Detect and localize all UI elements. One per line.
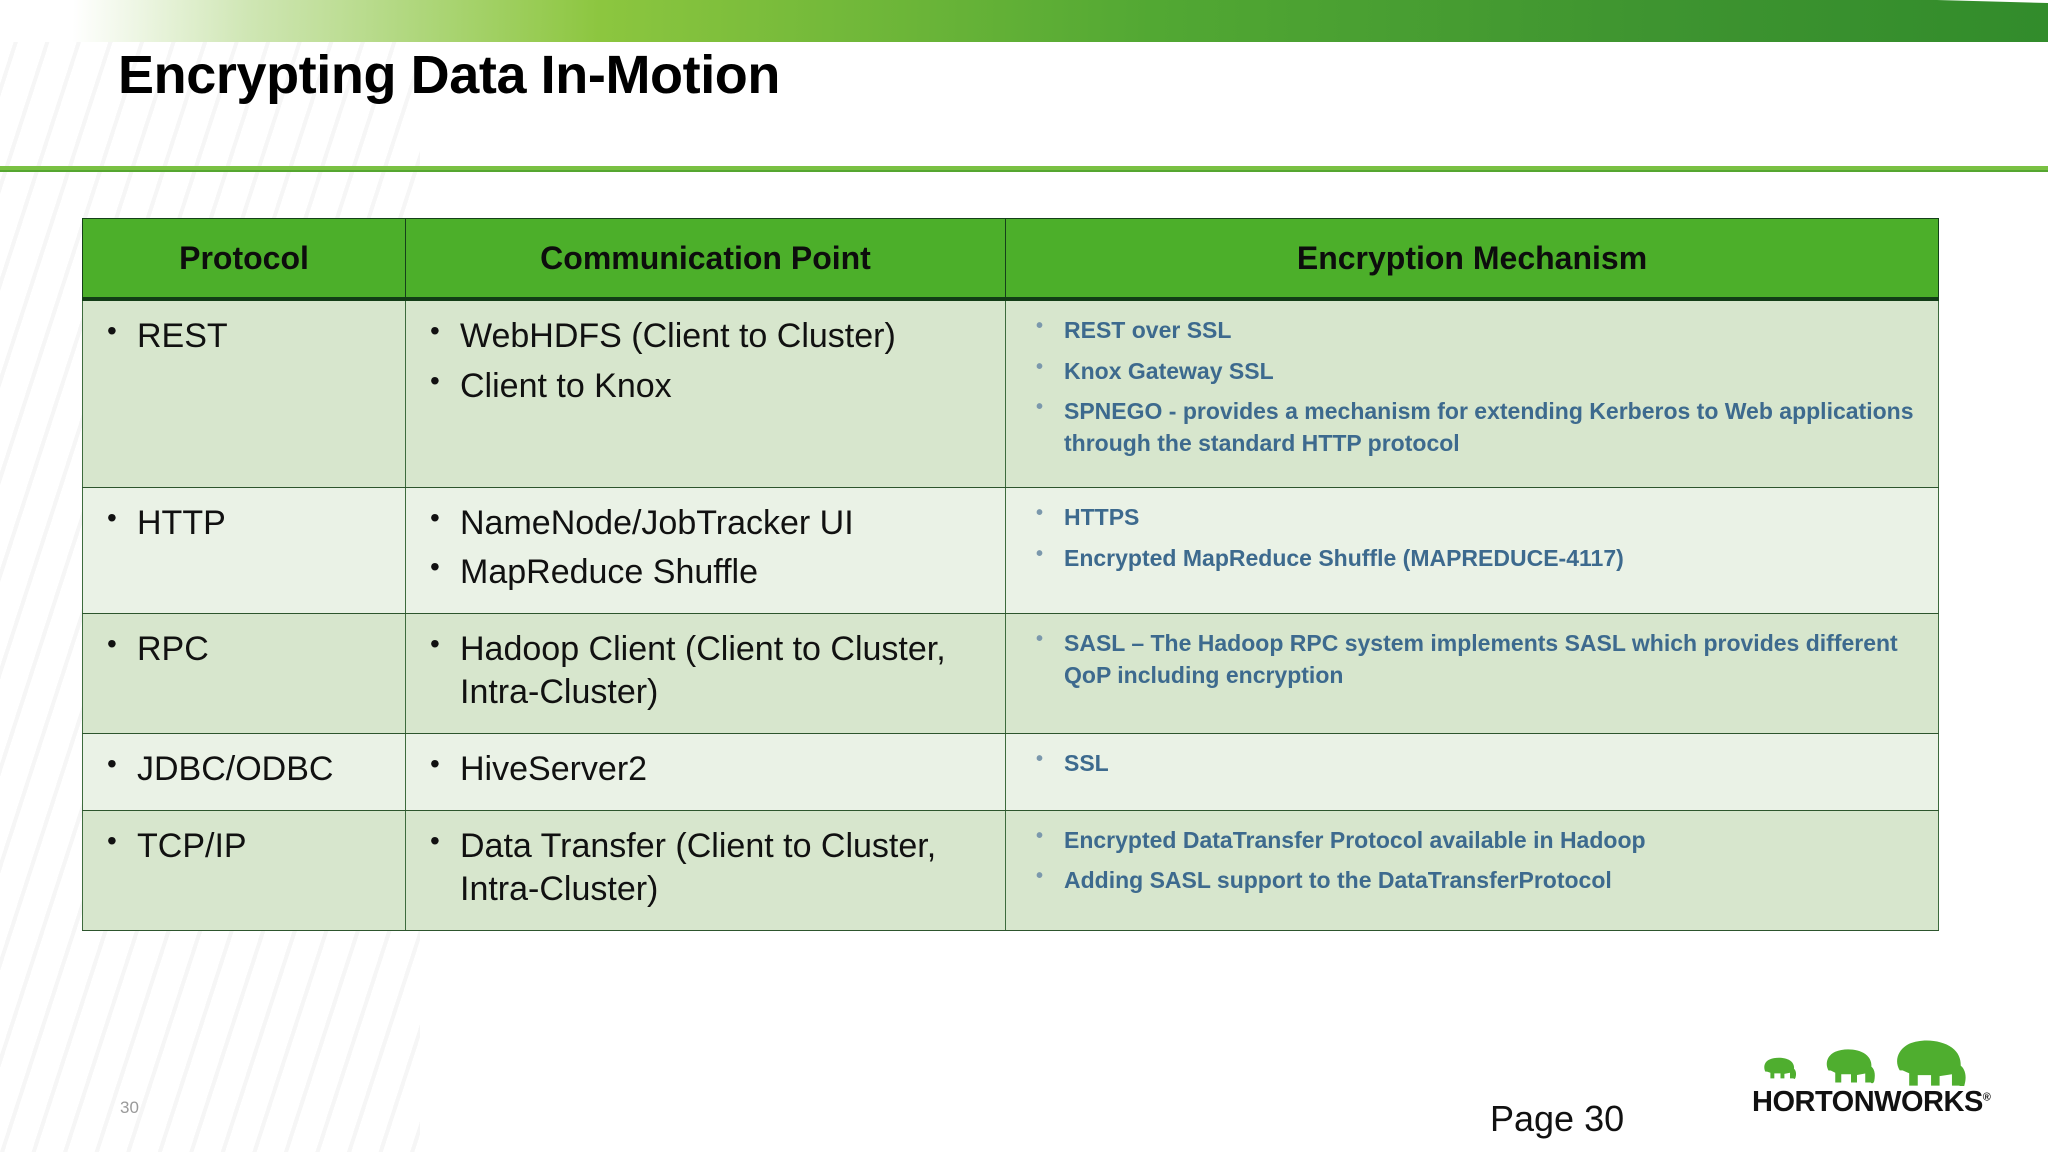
protocol-list: REST: [95, 315, 393, 359]
logo-wordmark: HORTONWORKS®: [1752, 1086, 1991, 1119]
communication-point-list: Hadoop Client (Client to Cluster, Intra-…: [418, 628, 993, 715]
cell-protocol: TCP/IP: [82, 809, 406, 931]
list-item: HTTP: [95, 502, 393, 546]
list-item: WebHDFS (Client to Cluster): [418, 315, 993, 359]
hortonworks-logo: HORTONWORKS®: [1752, 1040, 1991, 1126]
title-divider-line: [0, 166, 2048, 170]
column-header-communication-point: Communication Point: [405, 218, 1006, 301]
cell-encryption-mechanism: Encrypted DataTransfer Protocol availabl…: [1005, 809, 1939, 931]
list-item: Hadoop Client (Client to Cluster, Intra-…: [418, 628, 993, 715]
communication-point-list: WebHDFS (Client to Cluster) Client to Kno…: [418, 315, 993, 408]
table-row: TCP/IP Data Transfer (Client to Cluster,…: [82, 809, 1939, 931]
list-item: SASL – The Hadoop RPC system implements …: [1018, 628, 1926, 691]
table-row: JDBC/ODBC HiveServer2 SSL: [82, 733, 1939, 811]
cell-encryption-mechanism: SSL: [1005, 733, 1939, 811]
encryption-mechanism-list: SASL – The Hadoop RPC system implements …: [1018, 628, 1926, 691]
column-header-encryption-mechanism: Encryption Mechanism: [1005, 218, 1939, 301]
communication-point-list: HiveServer2: [418, 748, 993, 792]
list-item: Client to Knox: [418, 365, 993, 409]
list-item: SPNEGO - provides a mechanism for extend…: [1018, 396, 1926, 459]
table-row: HTTP NameNode/JobTracker UI MapReduce Shu…: [82, 486, 1939, 614]
table-header-row: Protocol Communication Point Encryption …: [82, 218, 1939, 301]
encryption-table: Protocol Communication Point Encryption …: [82, 218, 1939, 931]
cell-protocol: HTTP: [82, 486, 406, 614]
cell-communication-point: Data Transfer (Client to Cluster, Intra-…: [405, 809, 1006, 931]
elephant-herd-icon: [1764, 1040, 1966, 1086]
list-item: REST over SSL: [1018, 315, 1926, 347]
cell-protocol: REST: [82, 298, 406, 488]
cell-encryption-mechanism: REST over SSL Knox Gateway SSL SPNEGO - pr…: [1005, 298, 1939, 488]
table-body: REST WebHDFS (Client to Cluster) Client t…: [82, 298, 1939, 931]
list-item: Data Transfer (Client to Cluster, Intra-…: [418, 825, 993, 912]
slide-number: 30: [120, 1098, 139, 1117]
communication-point-list: NameNode/JobTracker UI MapReduce Shuffle: [418, 502, 993, 595]
encryption-mechanism-list: SSL: [1018, 748, 1926, 780]
banner-gradient-band: [0, 0, 2048, 42]
list-item: MapReduce Shuffle: [418, 551, 993, 595]
cell-protocol: JDBC/ODBC: [82, 733, 406, 811]
page-label: Page 30: [1490, 1098, 1625, 1139]
encryption-table-container: Protocol Communication Point Encryption …: [82, 218, 1939, 931]
list-item: Encrypted MapReduce Shuffle (MAPREDUCE-4…: [1018, 543, 1926, 575]
cell-communication-point: NameNode/JobTracker UI MapReduce Shuffle: [405, 486, 1006, 614]
list-item: HiveServer2: [418, 748, 993, 792]
cell-protocol: RPC: [82, 612, 406, 735]
protocol-list: JDBC/ODBC: [95, 748, 393, 792]
protocol-list: HTTP: [95, 502, 393, 546]
list-item: RPC: [95, 628, 393, 672]
list-item: HTTPS: [1018, 502, 1926, 534]
logo-trademark-symbol: ®: [1982, 1091, 1991, 1104]
cell-encryption-mechanism: HTTPS Encrypted MapReduce Shuffle (MAPRED…: [1005, 486, 1939, 614]
list-item: Encrypted DataTransfer Protocol availabl…: [1018, 825, 1926, 857]
encryption-mechanism-list: REST over SSL Knox Gateway SSL SPNEGO - pr…: [1018, 315, 1926, 460]
list-item: SSL: [1018, 748, 1926, 780]
title-divider-line-shadow: [0, 170, 2048, 172]
cell-encryption-mechanism: SASL – The Hadoop RPC system implements …: [1005, 612, 1939, 735]
page-title: Encrypting Data In-Motion: [118, 45, 780, 105]
protocol-list: TCP/IP: [95, 825, 393, 869]
table-header: Protocol Communication Point Encryption …: [82, 218, 1939, 301]
cell-communication-point: HiveServer2: [405, 733, 1006, 811]
list-item: NameNode/JobTracker UI: [418, 502, 993, 546]
top-green-banner: [0, 0, 2048, 42]
list-item: TCP/IP: [95, 825, 393, 869]
logo-wordmark-text: HORTONWORKS: [1752, 1086, 1983, 1118]
protocol-list: RPC: [95, 628, 393, 672]
cell-communication-point: WebHDFS (Client to Cluster) Client to Kno…: [405, 298, 1006, 488]
table-row: RPC Hadoop Client (Client to Cluster, In…: [82, 612, 1939, 735]
column-header-protocol: Protocol: [82, 218, 406, 301]
communication-point-list: Data Transfer (Client to Cluster, Intra-…: [418, 825, 993, 912]
list-item: Knox Gateway SSL: [1018, 356, 1926, 388]
list-item: JDBC/ODBC: [95, 748, 393, 792]
cell-communication-point: Hadoop Client (Client to Cluster, Intra-…: [405, 612, 1006, 735]
list-item: REST: [95, 315, 393, 359]
list-item: Adding SASL support to the DataTransferP…: [1018, 865, 1926, 897]
encryption-mechanism-list: HTTPS Encrypted MapReduce Shuffle (MAPRED…: [1018, 502, 1926, 574]
table-row: REST WebHDFS (Client to Cluster) Client t…: [82, 298, 1939, 488]
encryption-mechanism-list: Encrypted DataTransfer Protocol availabl…: [1018, 825, 1926, 897]
